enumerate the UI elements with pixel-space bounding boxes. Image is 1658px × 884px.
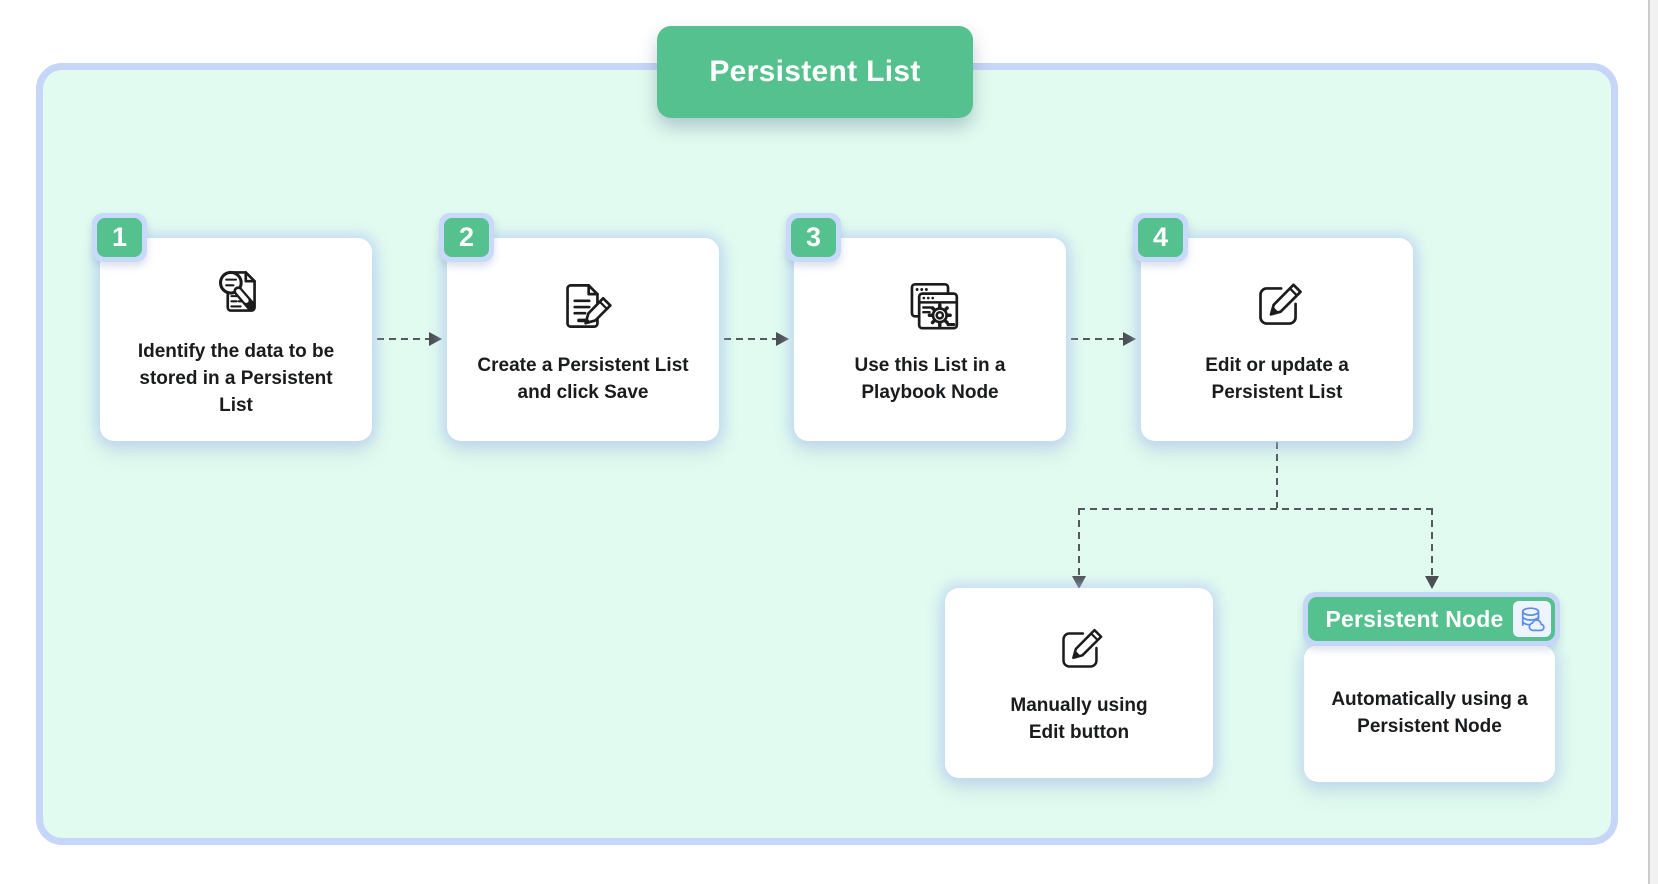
step-label: Create a Persistent List and click Save: [477, 354, 689, 403]
document-pencil-icon: [566, 283, 612, 328]
window-edge-gutter: [1650, 0, 1658, 884]
step-number-badge: 2: [439, 213, 494, 262]
persistent-node-badge-bar: Persistent Node: [1308, 597, 1555, 641]
branch-drop-right-line: [1431, 508, 1433, 576]
manual-edit-label: Manually using Edit button: [1010, 695, 1148, 743]
connector-line-3: [1071, 338, 1123, 340]
search-document-icon: [218, 270, 256, 312]
step-label: Identify the data to be stored in a Pers…: [137, 341, 335, 416]
step-card-3: 3 Us: [786, 213, 1066, 441]
step-number: 3: [791, 218, 836, 257]
step-card-2: 2 Create a Persistent List and click Sav…: [439, 213, 719, 441]
manual-edit-card: Manually using Edit button: [945, 588, 1213, 778]
window-gear-icon: [910, 282, 959, 330]
edit-square-icon: [1062, 628, 1103, 668]
persistent-node-badge-label: Persistent Node: [1325, 605, 1504, 632]
step-number-badge: 3: [786, 213, 841, 262]
arrowhead-right-icon: [429, 332, 442, 346]
connector-line-1: [377, 338, 429, 340]
window-edge-rule: [1648, 0, 1650, 884]
arrowhead-right-icon: [776, 332, 789, 346]
step-label: Use this List in a Playbook Node: [854, 354, 1006, 403]
arrowhead-down-icon: [1425, 576, 1439, 589]
branch-drop-left-line: [1078, 508, 1080, 576]
automatic-card: Automatically using a Persistent Node: [1304, 645, 1555, 782]
connector-line-2: [724, 338, 776, 340]
diagram-title: Persistent List: [709, 55, 921, 88]
step-card-4: 4 Edit or update a Persistent List: [1133, 213, 1413, 441]
step-number: 1: [97, 218, 142, 257]
step-card-1: 1 Identify the data to be stored in a Pe…: [92, 213, 372, 441]
edit-square-icon: [1259, 283, 1302, 325]
step-number-badge: 4: [1133, 213, 1188, 262]
database-cloud-icon: [1521, 606, 1545, 631]
step-number-badge: 1: [92, 213, 147, 262]
diagram-title-badge: Persistent List: [657, 26, 973, 118]
arrowhead-right-icon: [1123, 332, 1136, 346]
persistent-node-icon-box: [1513, 601, 1551, 637]
step-number: 2: [444, 218, 489, 257]
arrowhead-down-icon: [1072, 576, 1086, 589]
persistent-node-badge: Persistent Node: [1303, 592, 1560, 646]
branch-stem-line: [1276, 442, 1278, 508]
step-label: Edit or update a Persistent List: [1205, 354, 1349, 403]
branch-horizontal-line: [1078, 508, 1432, 510]
automatic-label: Automatically using a Persistent Node: [1331, 688, 1528, 737]
step-number: 4: [1138, 218, 1183, 257]
